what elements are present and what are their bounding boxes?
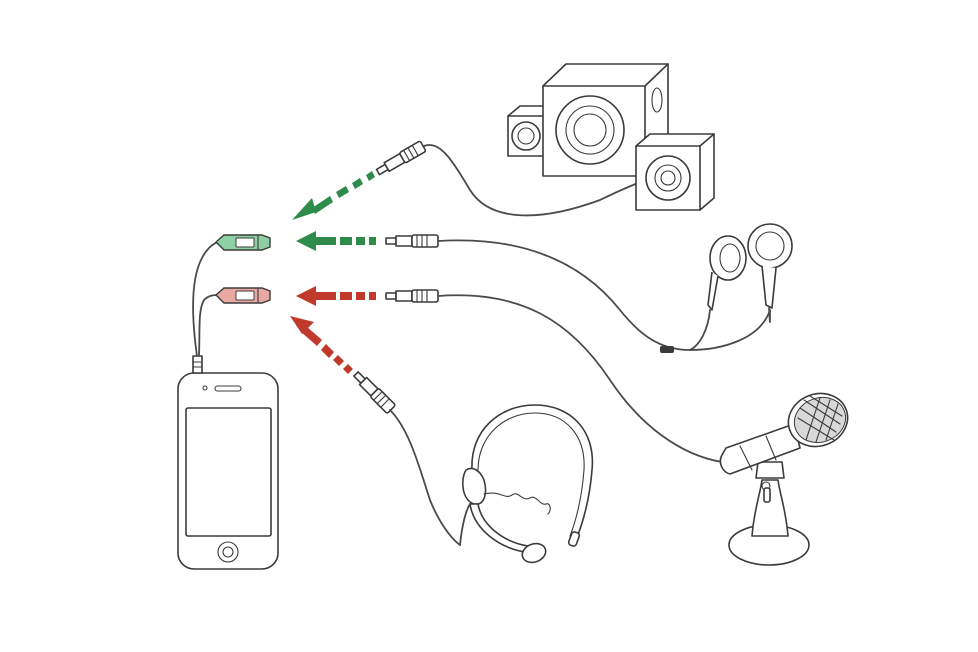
red-jack: [214, 287, 271, 304]
earphones-icon: [660, 223, 793, 353]
plug-desk-mic: [385, 289, 439, 303]
speaker-set-icon: [507, 63, 715, 211]
green-jack: [214, 234, 271, 251]
cable-earphones: [437, 239, 771, 351]
arrow-desk-mic: [296, 286, 376, 306]
cable-desk-mic: [437, 294, 723, 463]
plug-headset: [353, 371, 396, 414]
cable-headset: [389, 409, 461, 546]
arrow-headset: [290, 316, 353, 374]
cable-speakers: [423, 144, 651, 217]
desk-microphone-icon: [719, 392, 849, 566]
arrow-speakers: [292, 171, 375, 220]
headset-microphone-icon: [459, 404, 594, 564]
plug-speakers: [375, 140, 427, 176]
right-speaker: [635, 133, 715, 211]
arrow-earphones: [296, 231, 376, 251]
plug-earphones: [385, 234, 439, 248]
audio-splitter-icon: [192, 234, 271, 357]
smartphone-icon: [177, 355, 279, 570]
